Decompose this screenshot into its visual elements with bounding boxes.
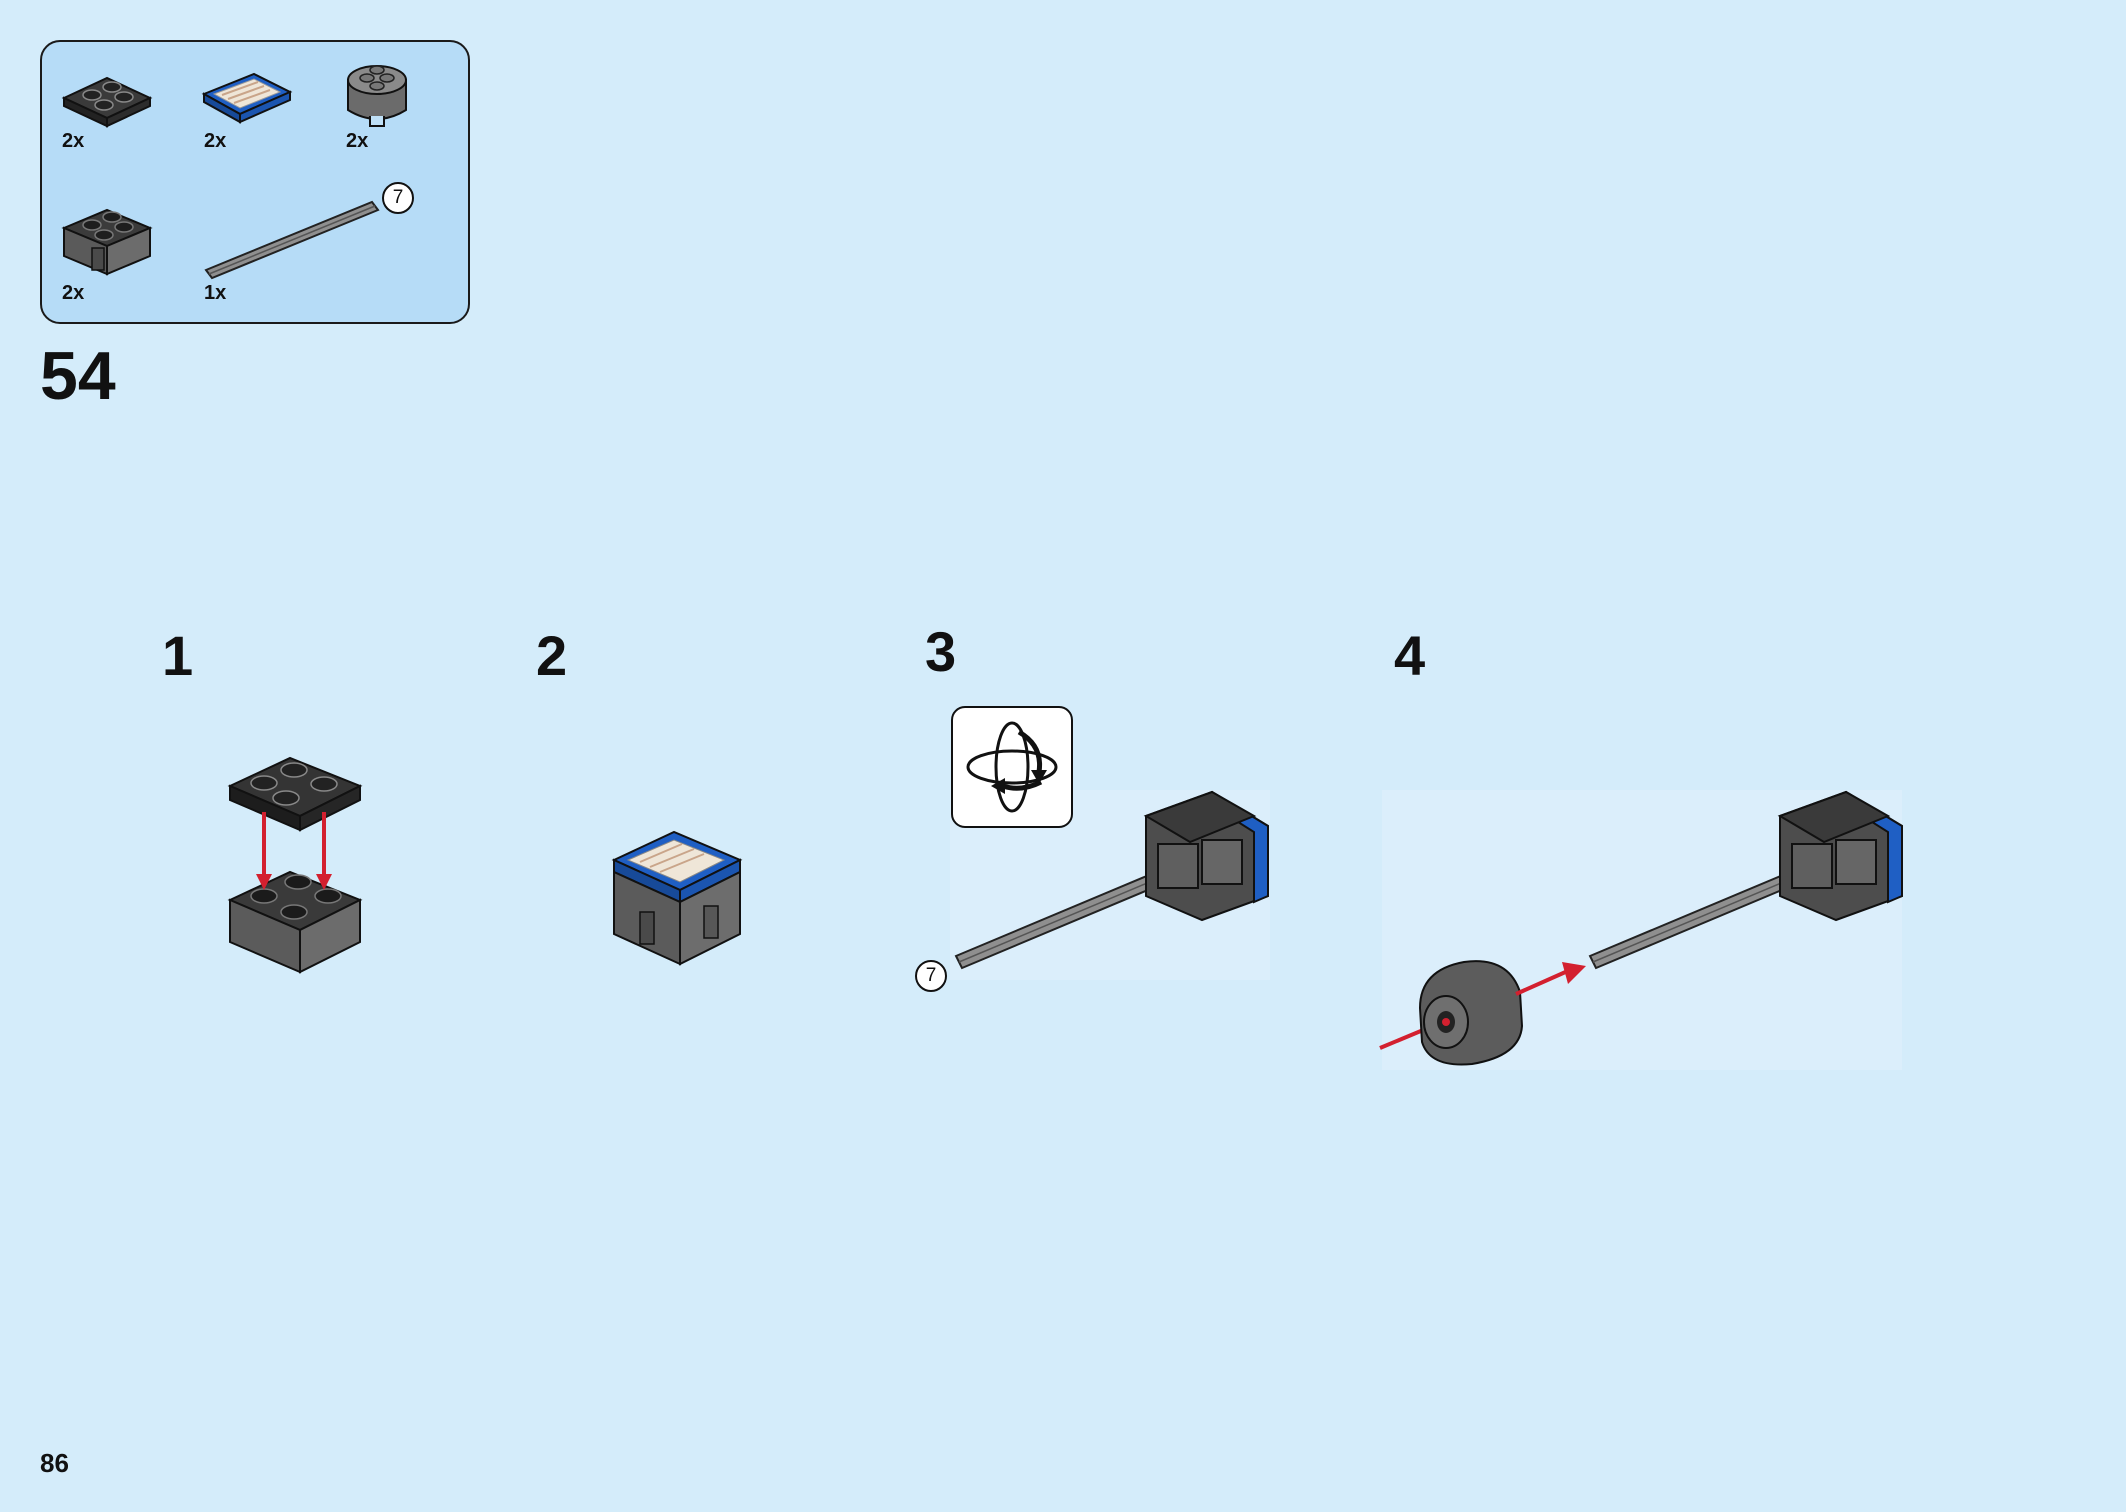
step-number: 54	[40, 338, 116, 414]
axle-length-label: 7	[915, 960, 947, 992]
substep-1-illustration	[227, 756, 363, 974]
part-qty: 2x	[204, 130, 227, 152]
part-qty: 2x	[62, 282, 85, 304]
substep-number: 1	[162, 624, 194, 687]
part-qty: 1x	[204, 282, 227, 304]
part-qty: 2x	[346, 130, 369, 152]
plate-2x2-black-icon	[61, 76, 153, 128]
round-brick-gray-icon	[347, 65, 407, 127]
tile-printed-blue-icon	[201, 72, 293, 124]
axle-icon	[204, 200, 380, 280]
substep-4-illustration	[1379, 790, 1903, 1066]
axle-length-label: 7	[382, 182, 414, 214]
parts-list-box: 2x 2x 2x 2x 1x 7	[40, 40, 470, 324]
substep-number: 4	[1394, 624, 1426, 687]
rotate-model-callout	[951, 706, 1073, 828]
substep-3-illustration	[954, 790, 1269, 970]
substep-2-illustration	[611, 830, 743, 966]
brick-2x2-dark-gray-icon	[61, 208, 153, 276]
rotate-model-icon	[966, 721, 1058, 813]
substep-number: 3	[925, 620, 957, 683]
substep-number: 2	[536, 624, 568, 687]
part-qty: 2x	[62, 130, 85, 152]
page-number: 86	[40, 1448, 69, 1478]
